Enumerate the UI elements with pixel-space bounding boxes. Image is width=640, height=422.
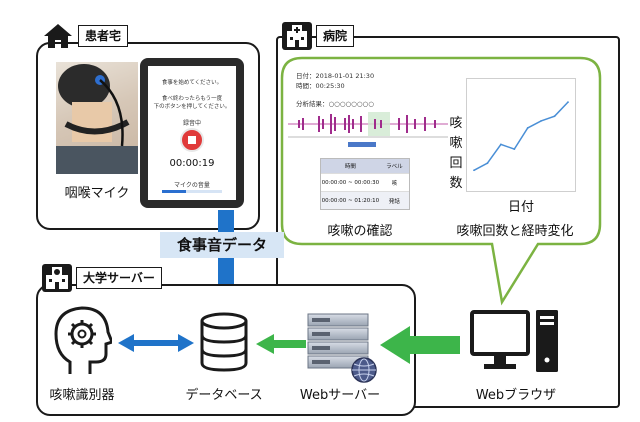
university-title: 大学サーバー: [76, 267, 162, 289]
waveform: [288, 112, 448, 138]
trend-point: [526, 127, 529, 129]
table-row[interactable]: 00:00:00 ~ 00:00:30 咳: [321, 173, 409, 191]
trend-point: [567, 101, 569, 103]
trend-series-line: [473, 101, 569, 171]
table-cell-time: 00:00:00 ~ 00:00:30: [321, 179, 380, 186]
cough-detail-screen: 日付：2018-01-01 21:30 時間：00:25:30 分析結果：○○○…: [288, 70, 448, 210]
volume-meter-fill: [162, 190, 186, 193]
detail-time: 時間：00:25:30: [296, 82, 345, 90]
throat-mic-photo: [56, 62, 138, 174]
chart-ylabel-char: 数: [449, 176, 463, 191]
trend-point: [553, 115, 556, 118]
play-buttons[interactable]: [348, 142, 376, 147]
head-gear-icon: [54, 306, 112, 374]
detail-result: 分析結果：○○○○○○○○: [296, 100, 374, 108]
recording-timer: 00:00:19: [169, 158, 215, 169]
chart-xlabel: 日付: [507, 200, 534, 215]
chart-ylabel-char: 嗽: [449, 136, 463, 151]
chart-ylabel-char: 回: [449, 156, 463, 171]
tablet-screen: 食事を始めてください。 食べ終わったらもう一度 下のボタンを押してください。 録…: [148, 66, 236, 200]
hospital-tag: 病院: [282, 22, 355, 50]
classifier-label: 咳嗽識別器: [49, 388, 115, 403]
table-cell-label: 咳: [391, 180, 398, 187]
university-tag: 大学サーバー: [42, 264, 162, 292]
table-row[interactable]: 00:00:00 ~ 01:20:10 発話: [321, 191, 409, 209]
hospital-title: 病院: [316, 25, 355, 47]
home-tag: 患者宅: [42, 22, 129, 50]
database-label: データベース: [185, 388, 263, 403]
tablet-device: 食事を始めてください。 食べ終わったらもう一度 下のボタンを押してください。 録…: [140, 58, 244, 208]
home-title: 患者宅: [78, 25, 129, 47]
throat-mic-label: 咽喉マイク: [64, 186, 130, 201]
table-cell-label: 発話: [388, 198, 400, 205]
stop-button[interactable]: [180, 128, 204, 152]
database-icon: [200, 312, 248, 372]
tablet-line1: 食事を始めてください。: [161, 80, 223, 86]
classifier-db-arrow: [118, 334, 194, 352]
tablet-line3: 下のボタンを押してください。: [153, 104, 231, 110]
detail-date: 日付：2018-01-01 21:30: [296, 72, 375, 80]
table-header-time: 時間: [344, 164, 356, 170]
tablet-line2: 食べ終わったらもう一度: [161, 96, 223, 102]
stop-icon: [188, 136, 196, 144]
trend-point: [540, 120, 543, 122]
chart-caption: 咳嗽回数と経時変化: [456, 224, 574, 239]
table-cell-time: 00:00:00 ~ 01:20:10: [321, 197, 380, 204]
chart-ylabel: 咳 嗽 回 数: [448, 114, 464, 194]
volume-label: マイクの音量: [174, 182, 210, 189]
trend-point: [513, 148, 516, 150]
meal-sound-data-label: 食事音データ: [160, 232, 284, 258]
server-rack-icon: [307, 313, 377, 383]
recording-status: 録音中: [182, 120, 201, 127]
cough-table: 時間 ラベル 00:00:00 ~ 00:00:30 咳 00:00:00 ~ …: [320, 158, 410, 210]
trend-point: [473, 169, 475, 172]
volume-meter: [162, 190, 222, 193]
cough-trend-chart: [466, 78, 576, 192]
hospital-icon: [282, 22, 312, 50]
house-icon: [42, 22, 74, 50]
university-icon: [42, 264, 72, 292]
trend-point: [486, 162, 489, 165]
chart-ylabel-char: 咳: [449, 116, 463, 131]
trend-point: [499, 143, 502, 146]
cough-check-label: 咳嗽の確認: [327, 224, 393, 239]
browser-server-arrow: [380, 326, 460, 364]
desktop-computer-icon: [470, 310, 558, 372]
server-db-arrow: [256, 334, 306, 354]
browser-label: Webブラウザ: [475, 388, 557, 403]
webserver-label: Webサーバー: [299, 388, 381, 403]
table-header-label: ラベル: [386, 164, 403, 170]
